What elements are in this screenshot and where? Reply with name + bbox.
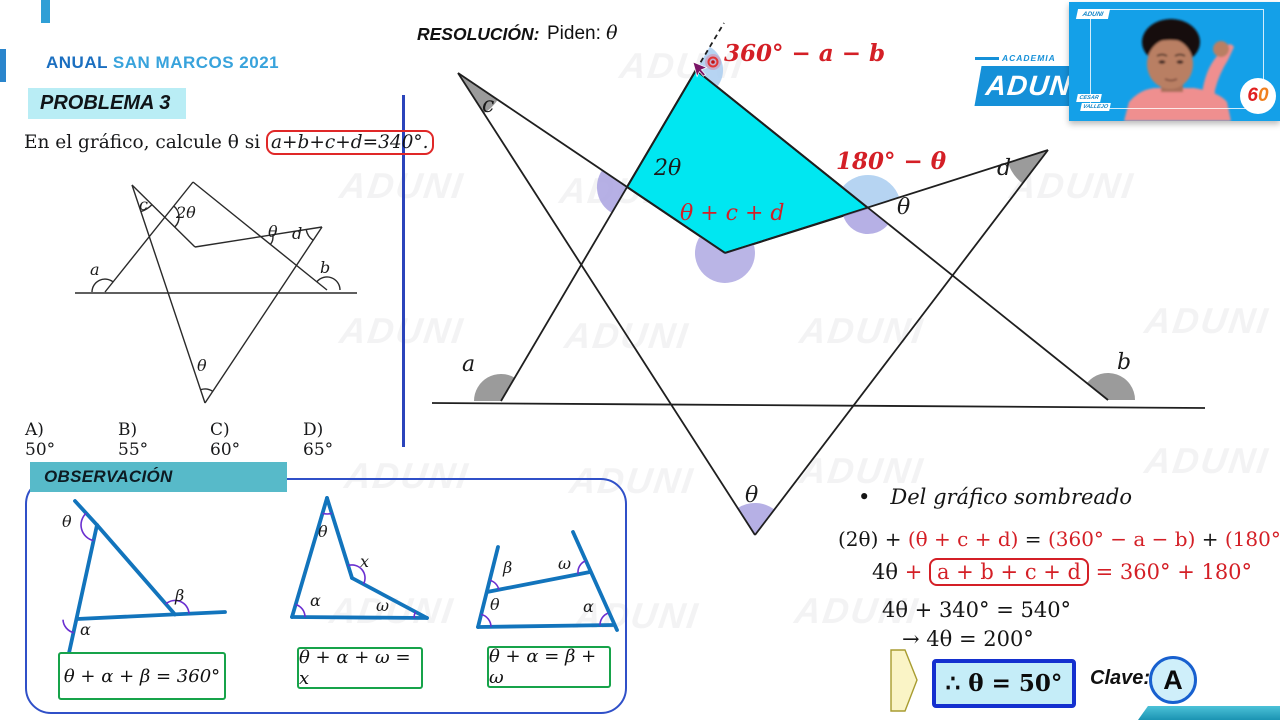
- bottom-accent-bar: [1138, 706, 1280, 720]
- fig-label-theta-right: θ: [268, 222, 278, 241]
- obs1-theta: θ: [62, 512, 72, 531]
- problem-figure: [75, 181, 357, 404]
- eq2-red-rhs: = 360° + 180°: [1088, 560, 1253, 584]
- clave-letter-badge: A: [1149, 656, 1197, 704]
- top-accent-bar: [41, 0, 50, 23]
- res-label-a: a: [462, 352, 476, 377]
- clave-label: Clave:: [1090, 667, 1151, 689]
- answer-arrow-icon: [890, 649, 918, 712]
- solution-bullet-text: Del gráfico sombreado: [890, 485, 1133, 509]
- res-label-2theta: 2θ: [654, 156, 682, 181]
- aduni-logo: ADUNI: [974, 66, 1081, 106]
- mouse-cursor-icon: [692, 61, 708, 78]
- laser-pointer-dot: [705, 54, 721, 70]
- choice-d: D) 65°: [303, 420, 334, 460]
- obs1-formula: θ + α + β = 360°: [58, 652, 226, 700]
- logo-dash: [975, 57, 999, 60]
- obs2-omega: ω: [376, 596, 390, 615]
- webcam-cesar-badge: CESAR: [1076, 94, 1102, 102]
- fig-label-a: a: [90, 260, 100, 279]
- solution-bullet-line: • Del gráfico sombreado: [858, 485, 1132, 509]
- res-label-c: c: [482, 93, 495, 118]
- eq1-red1: (θ + c + d): [907, 527, 1019, 551]
- solution-eq1: (2θ) + (θ + c + d) = (360° − a − b) + (1…: [838, 527, 1280, 551]
- res-label-theta-cd: θ + c + d: [680, 201, 785, 226]
- fig-label-d: d: [292, 224, 303, 243]
- eq2-black: 4θ: [872, 560, 905, 584]
- webcam-frame: [1090, 9, 1264, 109]
- obs3-alpha: α: [583, 597, 594, 616]
- res-label-d: d: [997, 156, 1012, 181]
- choice-a: A) 50°: [25, 420, 56, 460]
- obs3-theta: θ: [490, 595, 500, 614]
- webcam-person: [1124, 19, 1234, 121]
- course-title-bold: ANUAL: [46, 53, 108, 72]
- obs3-omega: ω: [558, 554, 572, 573]
- section-divider: [402, 95, 405, 447]
- problem-statement: En el gráfico, calcule θ si a+b+c+d=340°…: [24, 130, 434, 155]
- obs3-beta: β: [503, 558, 513, 577]
- choice-b: B) 55°: [118, 420, 149, 460]
- fig-label-theta-bottom: θ: [197, 356, 207, 375]
- eq1-black1: (2θ) +: [838, 527, 908, 551]
- fig-label-c: c: [139, 195, 148, 214]
- statement-condition-boxed: a+b+c+d=340°.: [266, 130, 434, 155]
- problem-number-badge: PROBLEMA 3: [28, 88, 186, 119]
- course-title: ANUAL SAN MARCOS 2021: [46, 53, 279, 73]
- resolution-title: RESOLUCIÓN:: [417, 24, 540, 44]
- statement-prefix: En el gráfico, calcule θ si: [24, 132, 266, 153]
- obs1-alpha: α: [80, 620, 91, 639]
- observation-panel: [25, 478, 627, 714]
- fig-label-2theta: 2θ: [176, 203, 196, 222]
- final-answer-box: ∴ θ = 50°: [932, 659, 1076, 708]
- res-label-360ab: 360° − a − b: [724, 40, 886, 67]
- solution-eq2: 4θ + a + b + c + d = 360° + 180°: [872, 558, 1253, 586]
- res-label-b: b: [1117, 350, 1132, 375]
- res-label-theta-bottom: θ: [745, 483, 759, 508]
- eq1-red3: (180° − θ): [1224, 527, 1280, 551]
- eq1-black3: +: [1195, 527, 1225, 551]
- anniv-0: 0: [1258, 85, 1269, 106]
- observation-diagrams: [62, 496, 619, 655]
- resolution-figure: [431, 22, 1206, 536]
- aduni-logo-text: ADUNI: [984, 70, 1082, 101]
- piden-label: Piden:: [547, 23, 607, 44]
- eq2-boxed-sum: a + b + c + d: [928, 558, 1089, 586]
- left-accent-bar: [0, 49, 6, 82]
- obs3-formula: θ + α = β + ω: [487, 646, 611, 688]
- fig-label-b: b: [320, 258, 331, 277]
- webcam-aduni-badge: ADUNI: [1075, 9, 1111, 19]
- eq2-plus: +: [904, 560, 929, 584]
- webcam-vallejo-badge: VALLEJO: [1080, 103, 1111, 111]
- anniv-6: 6: [1247, 85, 1258, 106]
- obs2-alpha: α: [310, 591, 321, 610]
- bullet-icon: •: [858, 485, 871, 509]
- logo-academia-label: ACADEMIA: [1002, 53, 1056, 63]
- obs2-x: x: [360, 552, 370, 571]
- observation-title: OBSERVACIÓN: [30, 462, 287, 492]
- obs2-formula: θ + α + ω = x: [297, 647, 423, 689]
- solution-eq3: 4θ + 340° = 540°: [882, 598, 1072, 622]
- resolution-piden: Piden: θ: [547, 22, 618, 45]
- res-label-theta-right: θ: [897, 195, 911, 220]
- eq1-black2: =: [1018, 527, 1048, 551]
- piden-symbol: θ: [606, 22, 618, 44]
- obs1-beta: β: [175, 586, 185, 605]
- course-title-rest: SAN MARCOS 2021: [107, 53, 280, 72]
- solution-eq4: → 4θ = 200°: [902, 627, 1034, 651]
- eq1-red2: (360° − a − b): [1047, 527, 1196, 551]
- obs2-theta: θ: [318, 522, 328, 541]
- res-label-180theta: 180° − θ: [836, 148, 947, 175]
- choice-c: C) 60°: [210, 420, 241, 460]
